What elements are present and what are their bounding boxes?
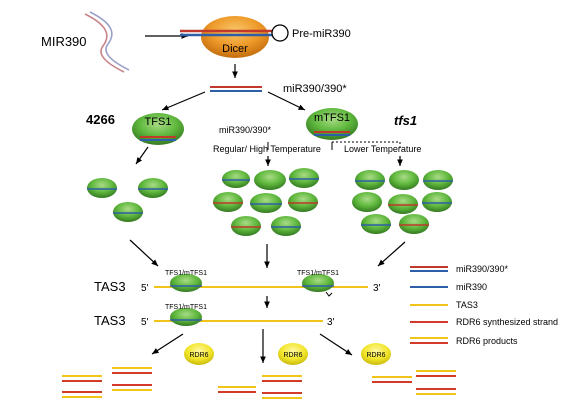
legend-label-mirna: miR390 [456, 282, 487, 292]
rdr6-left-label: RDR6 [189, 352, 208, 359]
tfs1-protein-label: TFS1 [145, 116, 172, 128]
rdr6-right-label: RDR6 [366, 352, 385, 359]
temperature-branch: Regular/ High Temperature Lower Temperat… [213, 141, 421, 166]
protein-cluster-4266 [87, 178, 168, 222]
tas3-bottom-3prime: 3' [327, 317, 335, 328]
strain-4266-label: 4266 [86, 112, 115, 127]
complex-label-a: TFS1/mTFS1 [165, 270, 207, 277]
complex-label-b: TFS1/mTFS1 [297, 270, 339, 277]
legend-label-rdr6-products: RDR6 products [456, 336, 518, 346]
lower-temperature-label: Lower Temperature [344, 144, 421, 154]
legend-item-tas3: TAS3 [410, 300, 478, 310]
tfs1-protein: TFS1 [132, 113, 184, 145]
arrow-to-rdr6-left [151, 333, 184, 355]
tas3-row-bottom: TAS3 5' 3' TFS1/mTFS1 [94, 304, 335, 328]
legend-item-mirna: miR390 [410, 282, 487, 292]
mtfs1-protein: mTFS1 [306, 108, 358, 140]
pre-mir390-label: Pre-miR390 [292, 28, 351, 40]
mir390-gene: MIR390 [41, 11, 130, 73]
legend: miR390/390* miR390 TAS3 RDR6 synthesized… [410, 264, 558, 346]
arrow-duplex-to-tfs1 [161, 91, 206, 111]
rdr6-enzyme-right: RDR6 [361, 343, 391, 365]
protein-cluster-regular-temperature [213, 168, 319, 236]
mtfs1-protein-label: mTFS1 [314, 112, 350, 124]
protein-cluster-lower-temperature [352, 170, 453, 234]
rdr6-enzyme-middle: RDR6 [278, 343, 308, 365]
mir390-gene-label: MIR390 [41, 34, 87, 49]
mir390-duplex: miR390/390* [210, 83, 347, 95]
duplex-middle-label: miR390/390* [219, 125, 272, 135]
tas3-bottom-5prime: 5' [141, 317, 149, 328]
legend-label-rdr6-strand: RDR6 synthesized strand [456, 317, 558, 327]
tas3-bottom-label: TAS3 [94, 313, 126, 328]
legend-label-duplex: miR390/390* [456, 264, 509, 274]
tas3-top-5prime: 5' [141, 283, 149, 294]
arrow-tfs1-down [135, 146, 149, 165]
regular-high-temperature-label: Regular/ High Temperature [213, 144, 321, 154]
rdr6-products [62, 367, 456, 399]
cleavage-site-icon [325, 291, 333, 297]
legend-item-rdr6-products: RDR6 products [410, 336, 518, 346]
legend-item-duplex: miR390/390* [410, 264, 509, 274]
hairpin-loop [271, 24, 289, 42]
dicer-label: Dicer [222, 43, 248, 55]
complex-label-c: TFS1/mTFS1 [165, 304, 207, 311]
legend-label-tas3: TAS3 [456, 300, 478, 310]
rdr6-middle-label: RDR6 [283, 352, 302, 359]
arrow-4266-to-tas3 [129, 239, 159, 267]
legend-item-rdr6-strand: RDR6 synthesized strand [410, 317, 558, 327]
tas3-top-label: TAS3 [94, 279, 126, 294]
dicer-enzyme [201, 16, 269, 58]
dicer-complex: Dicer Pre-miR390 [180, 16, 351, 58]
tas3-row-top: TAS3 5' 3' TFS1/mTFS1 TFS1/mTFS1 [94, 270, 381, 297]
strain-tfs1-label: tfs1 [394, 113, 417, 128]
duplex-label: miR390/390* [283, 83, 347, 95]
tas3-top-3prime: 3' [373, 283, 381, 294]
arrow-to-rdr6-right [319, 333, 353, 356]
arrow-lower-to-tas3 [377, 241, 406, 267]
rdr6-enzyme-left: RDR6 [184, 343, 214, 365]
arrow-duplex-to-mtfs1 [267, 91, 306, 111]
